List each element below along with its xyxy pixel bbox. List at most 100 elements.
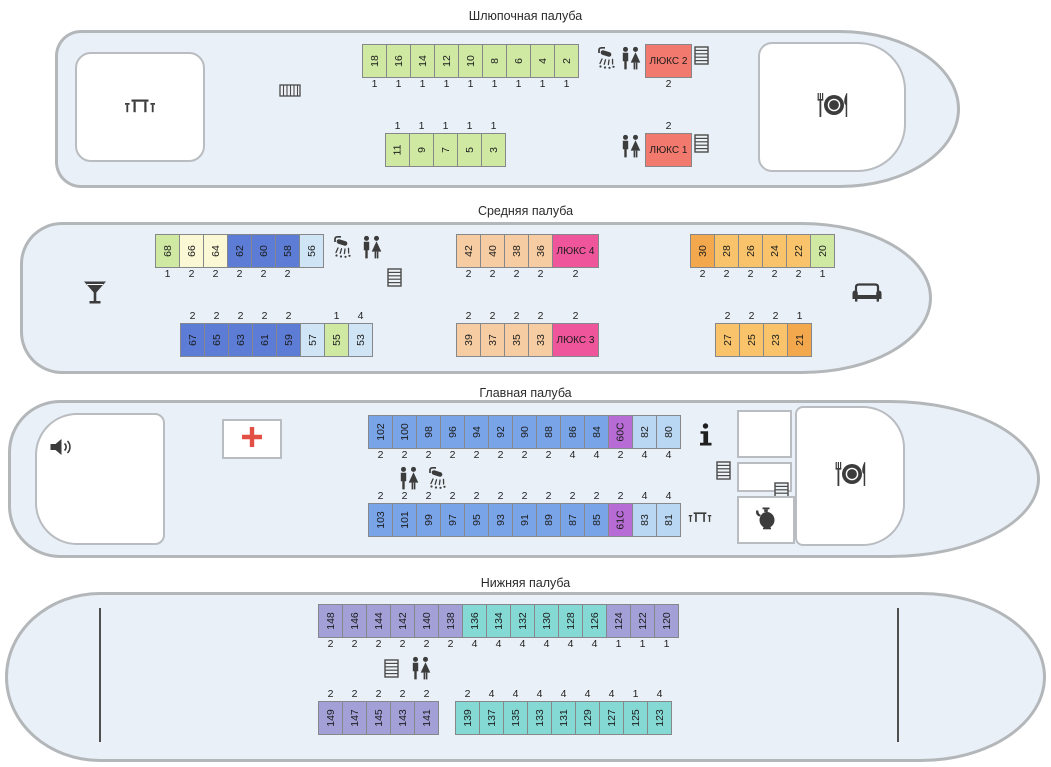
cabin[interactable]: 133 4 [527,688,552,735]
cabin[interactable]: 36 2 [528,234,553,281]
cabin[interactable]: 61С 2 [608,490,633,537]
cabin[interactable]: 39 2 [456,310,481,357]
cabin[interactable]: 103 2 [368,490,393,537]
cabin[interactable]: 37 2 [480,310,505,357]
cabin[interactable]: 35 2 [504,310,529,357]
cabin[interactable]: 60С 2 [608,415,633,462]
cabin[interactable]: 66 2 [179,234,204,281]
cabin[interactable]: 56 [299,234,324,281]
cabin[interactable]: 148 2 [318,604,343,651]
cabin[interactable]: 99 2 [416,490,441,537]
cabin[interactable]: 142 2 [390,604,415,651]
cabin[interactable]: 130 4 [534,604,559,651]
cabin[interactable]: 9 1 [409,120,434,167]
cabin[interactable]: 98 2 [416,415,441,462]
cabin[interactable]: 86 4 [560,415,585,462]
cabin[interactable]: 97 2 [440,490,465,537]
cabin[interactable]: 84 4 [584,415,609,462]
cabin[interactable]: 126 4 [582,604,607,651]
cabin[interactable]: 5 1 [457,120,482,167]
cabin[interactable]: 58 2 [275,234,300,281]
cabin[interactable]: 27 2 [715,310,740,357]
suite-cabin[interactable]: ЛЮКС 2 2 [645,44,692,91]
cabin[interactable]: 2 1 [554,44,579,91]
cabin[interactable]: 96 2 [440,415,465,462]
cabin[interactable]: 95 2 [464,490,489,537]
cabin[interactable]: 25 2 [739,310,764,357]
cabin[interactable]: 68 1 [155,234,180,281]
cabin[interactable]: 128 4 [558,604,583,651]
cabin[interactable]: 139 2 [455,688,480,735]
cabin[interactable]: 85 2 [584,490,609,537]
cabin[interactable]: 24 2 [762,234,787,281]
cabin[interactable]: 127 4 [599,688,624,735]
cabin[interactable]: 65 2 [204,310,229,357]
cabin[interactable]: 53 4 [348,310,373,357]
cabin[interactable]: 60 2 [251,234,276,281]
cabin[interactable]: 80 4 [656,415,681,462]
cabin[interactable]: 131 4 [551,688,576,735]
cabin[interactable]: 6 1 [506,44,531,91]
cabin[interactable]: 61 2 [252,310,277,357]
cabin[interactable]: 23 2 [763,310,788,357]
cabin[interactable]: 42 2 [456,234,481,281]
cabin[interactable]: 149 2 [318,688,343,735]
cabin[interactable]: 140 2 [414,604,439,651]
cabin[interactable]: 12 1 [434,44,459,91]
cabin[interactable]: 124 1 [606,604,631,651]
cabin[interactable]: 138 2 [438,604,463,651]
cabin[interactable]: 141 2 [414,688,439,735]
cabin[interactable]: 40 2 [480,234,505,281]
cabin[interactable]: 59 2 [276,310,301,357]
cabin[interactable]: 90 2 [512,415,537,462]
cabin[interactable]: 100 2 [392,415,417,462]
cabin[interactable]: 143 2 [390,688,415,735]
cabin[interactable]: 134 4 [486,604,511,651]
cabin[interactable]: 83 4 [632,490,657,537]
cabin[interactable]: 81 4 [656,490,681,537]
cabin[interactable]: 93 2 [488,490,513,537]
cabin[interactable]: 125 1 [623,688,648,735]
cabin[interactable]: ЛЮКС 4 2 [552,234,599,281]
cabin[interactable]: ЛЮКС 3 2 [552,310,599,357]
cabin[interactable]: 146 2 [342,604,367,651]
cabin[interactable]: 88 2 [536,415,561,462]
cabin[interactable]: 26 2 [738,234,763,281]
cabin[interactable]: 33 2 [528,310,553,357]
cabin[interactable]: 30 2 [690,234,715,281]
cabin[interactable]: 57 [300,310,325,357]
cabin[interactable]: 129 4 [575,688,600,735]
cabin[interactable]: 101 2 [392,490,417,537]
cabin[interactable]: 135 4 [503,688,528,735]
cabin[interactable]: 4 1 [530,44,555,91]
cabin[interactable]: 87 2 [560,490,585,537]
suite-cabin[interactable]: ЛЮКС 1 2 [645,120,692,167]
cabin[interactable]: 7 1 [433,120,458,167]
cabin[interactable]: 22 2 [786,234,811,281]
cabin[interactable]: 67 2 [180,310,205,357]
cabin[interactable]: 55 1 [324,310,349,357]
cabin[interactable]: 147 2 [342,688,367,735]
cabin[interactable]: 8 1 [482,44,507,91]
cabin[interactable]: 132 4 [510,604,535,651]
cabin[interactable]: 10 1 [458,44,483,91]
cabin[interactable]: 92 2 [488,415,513,462]
cabin[interactable]: 3 1 [481,120,506,167]
cabin[interactable]: 21 1 [787,310,812,357]
cabin[interactable]: 123 4 [647,688,672,735]
cabin[interactable]: 62 2 [227,234,252,281]
cabin[interactable]: 122 1 [630,604,655,651]
cabin[interactable]: 64 2 [203,234,228,281]
cabin[interactable]: 94 2 [464,415,489,462]
cabin[interactable]: 136 4 [462,604,487,651]
cabin[interactable]: 14 1 [410,44,435,91]
cabin[interactable]: 91 2 [512,490,537,537]
cabin[interactable]: 137 4 [479,688,504,735]
cabin[interactable]: 16 1 [386,44,411,91]
cabin[interactable]: 82 4 [632,415,657,462]
cabin[interactable]: 102 2 [368,415,393,462]
cabin[interactable]: 144 2 [366,604,391,651]
cabin[interactable]: 28 2 [714,234,739,281]
cabin[interactable]: 11 1 [385,120,410,167]
cabin[interactable]: 20 1 [810,234,835,281]
